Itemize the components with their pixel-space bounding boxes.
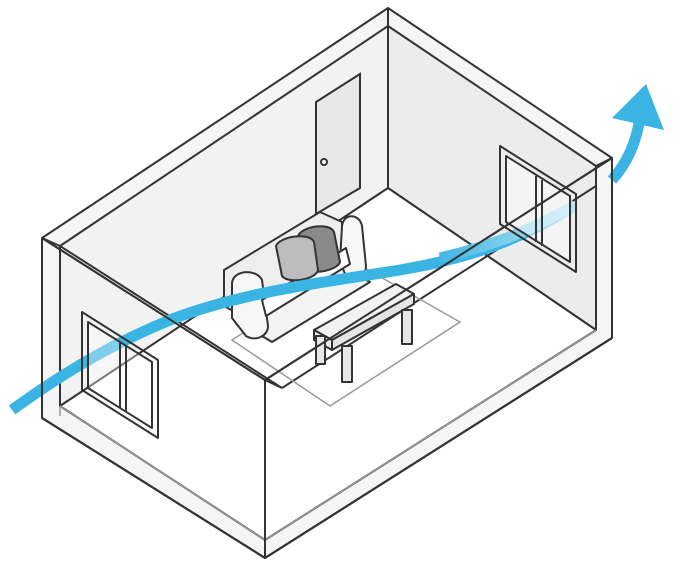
table-leg-back-left [315, 335, 326, 365]
airflow-arrowhead-icon [612, 84, 664, 130]
window-left [81, 311, 159, 439]
door [315, 72, 361, 216]
airflow [8, 84, 664, 415]
airflow-fade-segment [438, 200, 578, 264]
airflow-exit [607, 117, 646, 184]
coffee-table [313, 283, 415, 383]
door-icon [315, 72, 361, 216]
door-knob-icon [320, 158, 328, 166]
table-leg-front-left [341, 345, 353, 383]
sofa-arm-right [339, 215, 367, 280]
front-corners [41, 157, 613, 559]
window-icon [499, 145, 577, 273]
table-leg-front-right [401, 309, 413, 345]
window-right-inner [505, 155, 571, 263]
window-right [499, 145, 577, 273]
window-icon [81, 311, 159, 439]
cushion-light [275, 235, 319, 282]
